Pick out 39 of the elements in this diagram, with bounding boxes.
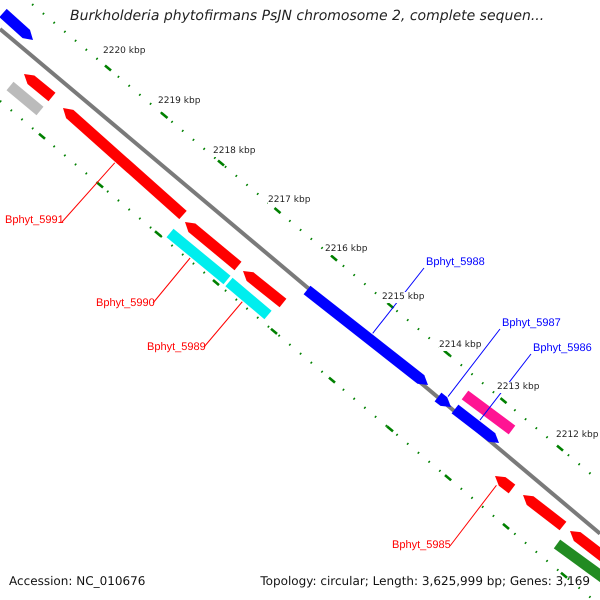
scale-tick-label: 2214 kbp [439, 340, 482, 351]
scale-tick-label: 2220 kbp [103, 46, 146, 57]
leader-line [448, 328, 500, 398]
gene-block [523, 495, 566, 530]
scale-tick-label: 2213 kbp [497, 382, 540, 393]
scale-tick-label: 2219 kbp [158, 96, 200, 107]
scale-tick-label: 2212 kbp [556, 430, 598, 441]
gene-block [0, 8, 33, 40]
gene-block [6, 82, 44, 116]
leader-line [62, 162, 116, 222]
leader-line [450, 484, 497, 546]
gene-block [452, 404, 499, 443]
gene-block [462, 390, 516, 434]
leader-line [152, 258, 191, 304]
gene-label: Bphyt_5989 [147, 341, 206, 354]
gene-block [495, 476, 516, 494]
gene-label: Bphyt_5991 [5, 214, 64, 227]
scale-tick-label: 2216 kbp [325, 244, 368, 255]
gene-block [166, 228, 230, 284]
gene-block [434, 392, 451, 407]
gene-block [225, 278, 272, 320]
scale-tick-label: 2217 kbp [268, 195, 310, 206]
gene-block [243, 271, 286, 308]
gene-label: Bphyt_5985 [392, 539, 451, 552]
gene-block [304, 286, 428, 385]
accession-text: Accession: NC_010676 [9, 574, 146, 588]
gene-block [63, 108, 187, 220]
gene-block [570, 531, 600, 562]
gene-label: Bphyt_5990 [96, 297, 155, 310]
gene-label: Bphyt_5986 [533, 342, 592, 355]
gene-block [185, 222, 242, 270]
scale-tick-label: 2215 kbp [382, 292, 424, 303]
leader-line [204, 301, 243, 348]
sequence-info-text: Topology: circular; Length: 3,625,999 bp; Genes: 3,169 [260, 574, 590, 588]
gene-label: Bphyt_5987 [502, 317, 561, 330]
gene-block [24, 74, 56, 102]
gene-label: Bphyt_5988 [426, 256, 485, 269]
title: Burkholderia phytofirmans PsJN chromosome 2, complete sequen... [70, 8, 544, 24]
scale-tick-label: 2218 kbp [213, 146, 256, 157]
